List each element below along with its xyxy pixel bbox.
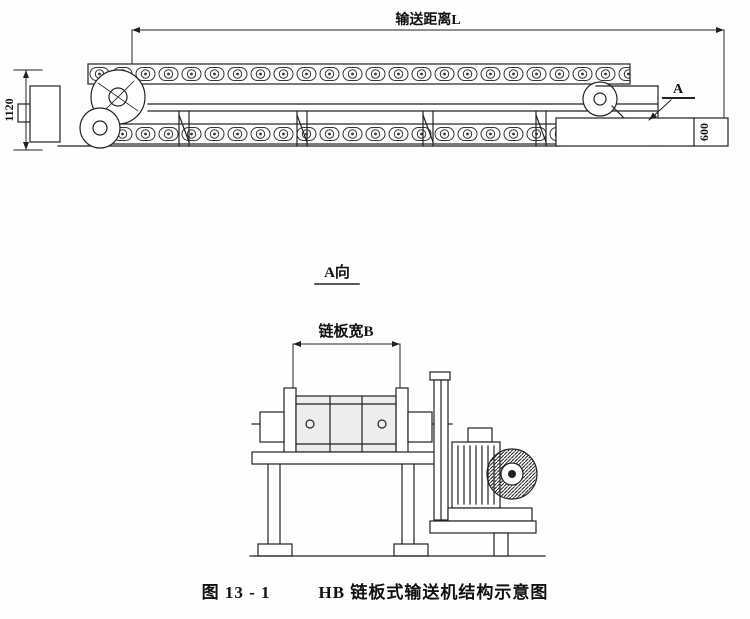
- caption-number: 图 13 - 1: [201, 583, 271, 602]
- plate-width-label: 链板宽B: [318, 322, 373, 340]
- gear-plate: [429, 371, 451, 521]
- discharge-end: [555, 85, 729, 147]
- section-marker-label: A: [673, 82, 684, 97]
- bottom-chain-run: [87, 123, 557, 145]
- top-chain-run: [87, 63, 631, 85]
- caption-title: HB 链板式输送机结构示意图: [318, 583, 549, 602]
- plate-width-dimension: [292, 341, 401, 391]
- drive-motor: [429, 427, 538, 557]
- section-cut-marker: [648, 97, 695, 121]
- head-sprocket: [582, 81, 618, 117]
- height-dimension-left: [13, 69, 43, 151]
- height-dimension-right-label: 600: [697, 123, 711, 141]
- tension-bracket: [17, 85, 61, 143]
- motor-base: [447, 507, 533, 522]
- length-dimension-label: 输送距离L: [395, 11, 460, 28]
- motor-terminal-box: [467, 427, 493, 443]
- figure-caption: 图 13 - 1 HB 链板式输送机结构示意图: [0, 578, 750, 603]
- side-view: 输送距离L: [2, 11, 729, 151]
- view-a-label: A向: [324, 263, 350, 281]
- bearing-right: [407, 411, 433, 443]
- frame-rails: [57, 103, 658, 147]
- base-plate: [429, 520, 537, 534]
- support-legs: [178, 110, 547, 147]
- tail-sprocket: [79, 107, 121, 149]
- height-dimension-left-label: 1120: [2, 98, 16, 121]
- section-view: A向 链板宽B: [249, 263, 546, 557]
- base-support: [493, 532, 509, 557]
- drum-assembly: [251, 387, 453, 461]
- bearing-left: [259, 411, 285, 443]
- length-dimension: [131, 27, 725, 119]
